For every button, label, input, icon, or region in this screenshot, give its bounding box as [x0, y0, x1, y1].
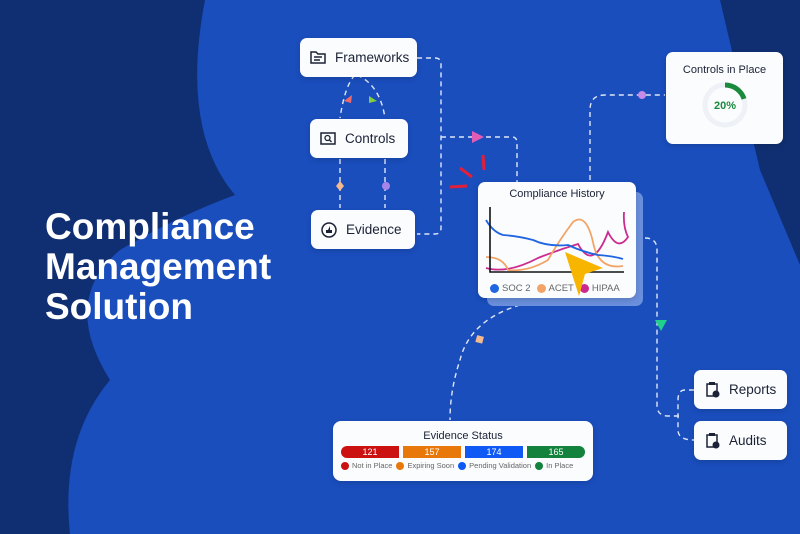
thumbs-up-icon [321, 221, 337, 238]
soc2-line [485, 219, 624, 260]
arrow-green-icon [369, 96, 377, 103]
reports-node[interactable]: Reports [694, 370, 787, 409]
arrow-pink-icon [472, 131, 484, 143]
arrow-teal-icon [655, 320, 667, 331]
status-bars: 121 157 174 165 [341, 446, 585, 458]
evidence-node[interactable]: Evidence [311, 210, 415, 249]
clipboard-clock-icon [706, 382, 720, 398]
evidence-status-card: Evidence Status 121 157 174 165 Not in P… [333, 421, 593, 481]
svg-text:20%: 20% [713, 100, 735, 112]
controls-node[interactable]: Controls [310, 119, 408, 158]
frameworks-node[interactable]: Frameworks [300, 38, 417, 77]
history-chart [485, 207, 630, 273]
arrow-red-icon [344, 95, 352, 103]
acet-line [485, 218, 624, 272]
folder-icon [310, 51, 326, 64]
hipaa-line [485, 211, 630, 271]
sparkle-icon [449, 154, 486, 189]
search-document-icon [320, 132, 336, 145]
clipboard-clock-icon [706, 433, 720, 449]
hero-title: Compliance Management Solution [45, 206, 272, 327]
status-legend: Not in Place Expiring Soon Pending Valid… [341, 461, 585, 470]
compliance-history-card: Compliance History SOC 2 ACET HIPAA [478, 182, 636, 298]
chart-legend: SOC 2 ACET HIPAA [490, 283, 620, 294]
progress-ring: 20% [702, 82, 747, 128]
cursor-icon[interactable] [563, 250, 607, 300]
controls-in-place-card: Controls in Place 20% [666, 52, 783, 144]
audits-node[interactable]: Audits [694, 421, 787, 460]
